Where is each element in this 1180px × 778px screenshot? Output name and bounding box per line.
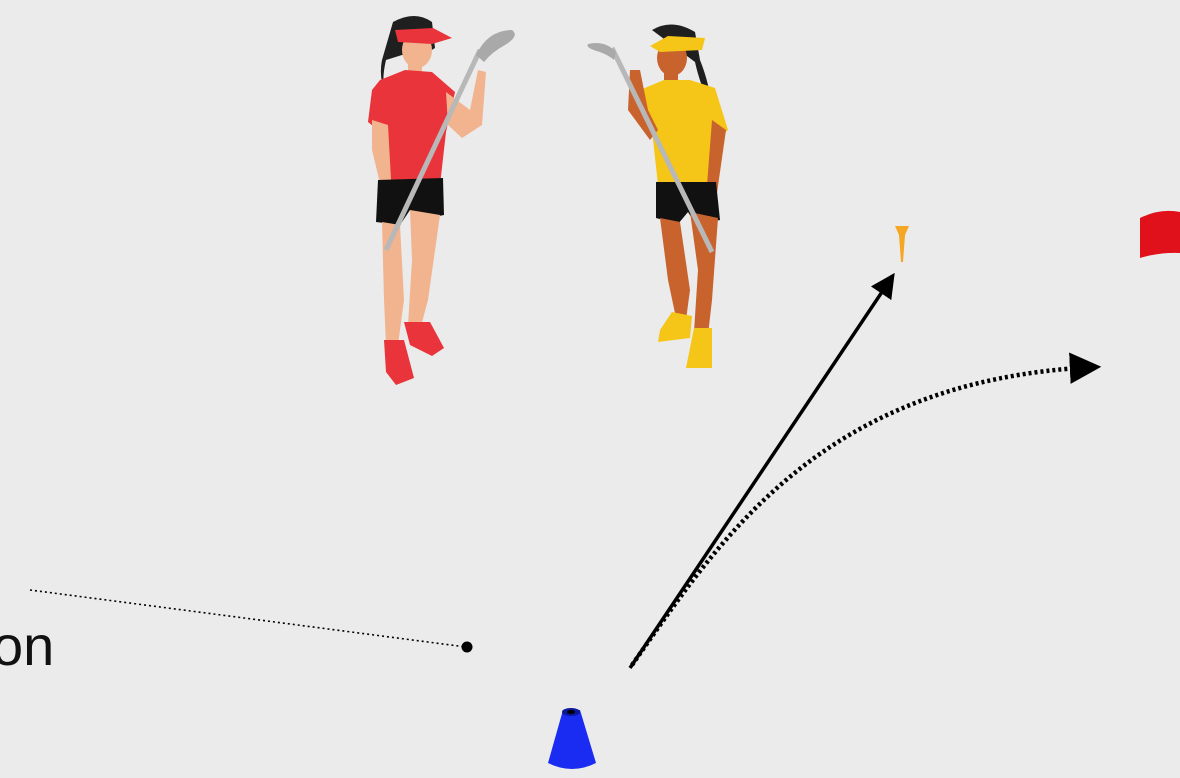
golfer-yellow-figure: [588, 24, 729, 368]
cone-icon: [548, 708, 596, 769]
flag-icon: [1140, 211, 1180, 258]
curved-shot-arrow: [632, 367, 1095, 665]
pointer-dot: [462, 642, 473, 653]
pointer-line: [30, 590, 473, 653]
caption-fragment: on: [0, 618, 54, 674]
golf-tee-icon: [895, 226, 909, 262]
golfer-red-figure: [368, 16, 515, 385]
